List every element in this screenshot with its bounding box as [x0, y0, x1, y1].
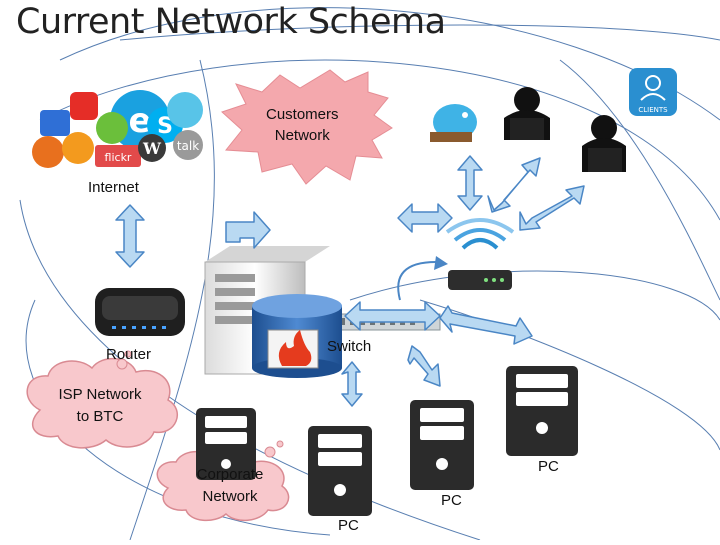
arrow-user2: [487, 157, 541, 213]
isp-network-line2: to BTC: [76, 408, 124, 425]
isp-network-label: ISP Network to BTC: [40, 384, 160, 428]
router-icon: [95, 288, 185, 336]
twitter-bird-icon: [430, 104, 477, 142]
curved-arrow-wireless: [397, 256, 448, 301]
pc-label: PC: [338, 517, 359, 534]
youtube-icon: [70, 92, 98, 120]
facebook-icon: [62, 132, 94, 164]
corporate-network-label: Corporate Network: [176, 464, 284, 508]
svg-text:e: e: [128, 101, 151, 141]
corporate-network-line1: Corporate: [196, 466, 264, 483]
flickr-icon: [95, 145, 141, 167]
svg-text:S: S: [157, 114, 173, 139]
svg-text:flickr: flickr: [105, 151, 132, 164]
router-label: Router: [106, 346, 152, 363]
customers-network-label: Customers Network: [266, 104, 339, 146]
arrow-internet-router: [115, 204, 145, 268]
pc-tower-icon: [308, 426, 372, 516]
arrow-db-switch: [344, 301, 441, 331]
pc-tower-icon: [410, 400, 474, 490]
clients-badge-label: CLIENTS: [638, 106, 668, 114]
laptop-user-icon: [504, 87, 550, 140]
customers-network-line1: Customers: [266, 106, 339, 123]
isp-network-line1: ISP Network: [58, 386, 142, 403]
social-icons-cluster: e S flickr W talk: [32, 90, 203, 168]
arrow-switch-pc3: [407, 345, 441, 387]
mail-icon: [40, 110, 70, 136]
pc-tower-icon: [196, 408, 256, 480]
switch-label: Switch: [327, 338, 372, 355]
page-title: Current Network Schema: [16, 2, 446, 42]
corporate-network-line2: Network: [202, 488, 258, 505]
svg-text:W: W: [142, 139, 162, 158]
arrow-user3: [519, 185, 585, 231]
firewall-database-icon: [252, 294, 342, 378]
arrow-db-pc: [341, 361, 363, 407]
arrow-user1: [457, 155, 483, 211]
customers-network-burst: [221, 69, 393, 185]
talk-icon: [173, 130, 203, 160]
arrow-switch-right: [439, 305, 533, 345]
laptop-user-icon: [582, 115, 626, 172]
msn-icon: [96, 112, 128, 144]
pc-tower-icon: [506, 366, 578, 456]
social-icon: [167, 92, 203, 128]
customers-network-line2: Network: [274, 127, 330, 144]
internet-label: Internet: [88, 179, 139, 196]
pc-label: PC: [538, 458, 559, 475]
wireless-router-icon: [445, 218, 515, 290]
clients-app-icon: CLIENTS: [629, 68, 677, 116]
pc-label: PC: [441, 492, 462, 509]
arrow-server-up: [225, 211, 271, 249]
firefox-icon: [32, 136, 64, 168]
isp-network-cloud: [26, 350, 179, 449]
arrow-switch-users: [397, 203, 453, 233]
svg-text:talk: talk: [177, 139, 199, 153]
wordpress-icon: [138, 134, 166, 162]
connection-arrows: [115, 155, 585, 407]
